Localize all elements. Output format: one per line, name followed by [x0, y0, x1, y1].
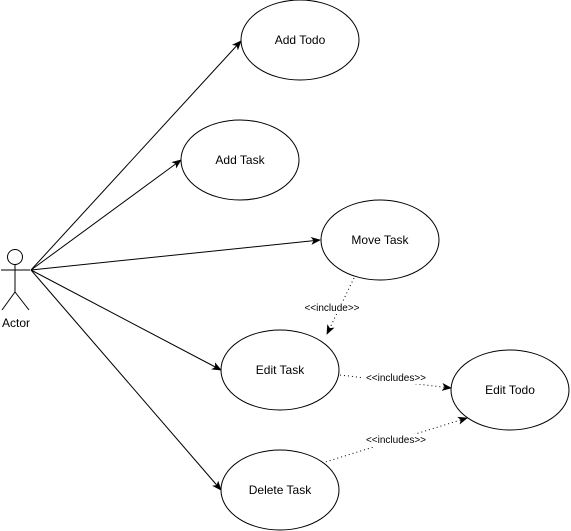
label-bg-includes-1	[363, 371, 430, 384]
includes-label-edit-task: <<includes>>	[366, 373, 426, 384]
includes-label-delete-task: <<includes>>	[366, 435, 426, 446]
use-case-move-task-label: Move Task	[351, 233, 409, 247]
use-case-delete-task-label: Delete Task	[249, 483, 312, 497]
actor-figure[interactable]	[1, 249, 30, 311]
use-case-edit-task[interactable]: Edit Task	[220, 329, 340, 411]
association-move-task	[30, 236, 321, 271]
actor-label: Actor	[2, 316, 30, 330]
use-case-edit-todo[interactable]: Edit Todo	[450, 349, 570, 431]
label-bg-includes-2	[362, 434, 429, 447]
use-case-move-task[interactable]: Move Task	[320, 199, 440, 281]
use-case-add-todo[interactable]: Add Todo	[240, 0, 360, 81]
use-case-delete-task[interactable]: Delete Task	[220, 449, 340, 531]
actor-head	[7, 249, 23, 265]
use-case-edit-todo-label: Edit Todo	[485, 383, 535, 397]
actor-left-leg	[1, 291, 16, 311]
label-bg-include	[301, 301, 363, 314]
use-case-add-task-label: Add Task	[215, 153, 265, 167]
use-case-edit-task-label: Edit Task	[256, 363, 305, 377]
actor-right-leg	[14, 291, 30, 311]
association-delete-task	[30, 269, 222, 491]
use-case-add-todo-label: Add Todo	[275, 33, 326, 47]
association-edit-task	[30, 269, 222, 371]
include-label: <<include>>	[304, 303, 359, 314]
association-add-task	[30, 159, 182, 271]
association-add-todo	[30, 40, 242, 271]
use-case-add-task[interactable]: Add Task	[180, 119, 300, 201]
